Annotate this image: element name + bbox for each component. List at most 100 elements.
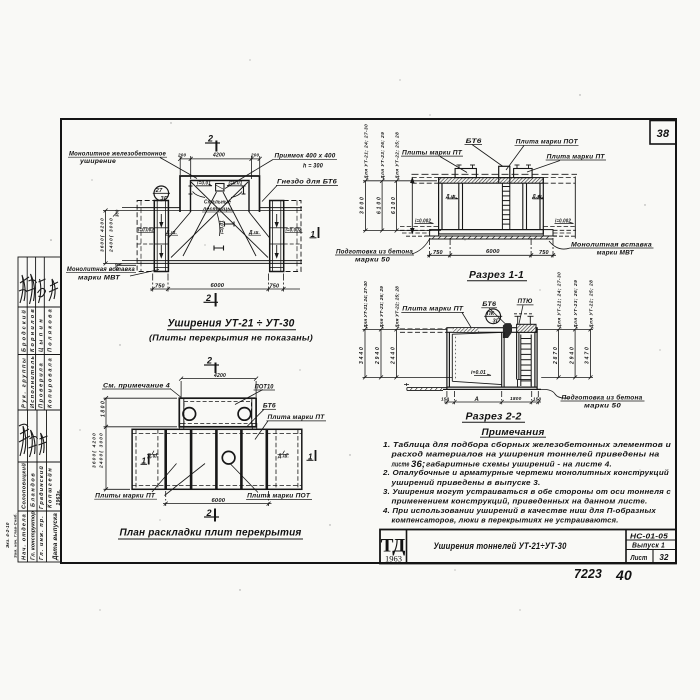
svg-text:Корнилов: Корнилов [30,309,36,352]
svg-text:НС-01-05: НС-01-05 [630,532,669,541]
svg-text:2870: 2870 [553,347,559,365]
svg-text:150: 150 [441,396,450,401]
svg-text:32: 32 [659,553,669,562]
svg-text:Копшгейн: Копшгейн [47,468,54,508]
svg-text:3600( 4200: 3600( 4200 [92,433,98,468]
svg-text:Гл. инж. пр.: Гл. инж. пр. [39,516,45,560]
svg-text:ПК: ПК [487,311,495,317]
svg-text:ТД: ТД [381,536,406,557]
svg-text:38: 38 [657,128,670,140]
svg-text:27: 27 [155,188,163,194]
svg-text:Для УТ-23; 26; 29: Для УТ-23; 26; 29 [379,286,385,329]
svg-text:уширений приведены в выпуске 3: уширений приведены в выпуске 3. [390,478,540,487]
svg-text:расход материалов на уширения: расход материалов на уширения тоннелей п… [390,450,659,459]
svg-text:Лист: Лист [630,555,648,562]
svg-text:6100: 6100 [391,197,397,214]
svg-text:Уширения тоннелей УТ-21÷УТ-30: Уширения тоннелей УТ-21÷УТ-30 [434,541,567,552]
svg-text:i=0.01: i=0.01 [229,180,243,186]
svg-text:Д.ш.: Д.ш. [147,454,159,460]
svg-text:3000: 3000 [360,197,366,214]
svg-text:300: 300 [114,263,119,271]
svg-text:Монолитная вставка: Монолитная вставка [67,267,135,273]
svg-text:40: 40 [615,567,632,583]
svg-text:6000: 6000 [486,249,500,255]
svg-text:Гнездо для БТ6: Гнездо для БТ6 [277,180,338,186]
svg-text:ПОТ10: ПОТ10 [255,384,274,390]
svg-text:См. примечание 4: См. примечание 4 [103,383,171,389]
svg-text:Плиты марки ПТ: Плиты марки ПТ [95,494,156,500]
svg-text:Монолитная вставка: Монолитная вставка [571,242,653,248]
svg-text:ПТЮ: ПТЮ [518,299,533,305]
svg-text:лестницы: лестницы [202,207,232,213]
svg-text:200: 200 [177,153,187,158]
svg-text:4200: 4200 [212,153,225,159]
svg-text:Градинский: Градинский [38,466,45,509]
svg-text:2400( 3000: 2400( 3000 [99,433,105,469]
svg-text:Для УТ-22; 25; 28: Для УТ-22; 25; 28 [394,286,400,329]
svg-text:(Плиты перекрытия не показа: (Плиты перекрытия не показаны) [149,334,313,343]
svg-text:Нач. отдела: Нач. отдела [22,514,28,560]
svg-text:Экз. 4-2-10: Экз. 4-2-10 [5,522,10,548]
svg-text:i=0.002: i=0.002 [415,218,431,224]
svg-text:Подготовка из бетона: Подготовка из бетона [562,394,643,401]
svg-text:БТ6: БТ6 [482,302,497,308]
svg-text:Проверила: Проверила [39,363,45,408]
svg-text:Исполнитель: Исполнитель [30,356,36,408]
svg-text:Плита марки ПТ: Плита марки ПТ [547,154,606,160]
svg-text:марки 50: марки 50 [584,403,622,409]
svg-text:Для УТ-21; 24; 27-30: Для УТ-21; 24; 27-30 [557,272,563,329]
svg-text:компенсаторов, люки в перекрыт: компенсаторов, люки в перекрытиях не уст… [392,516,619,525]
svg-text:i=0.01: i=0.01 [220,220,226,234]
svg-text:150: 150 [533,396,542,401]
svg-text:Для УТ-21; 24; 27-30: Для УТ-21; 24; 27-30 [363,281,369,329]
svg-text:i=0.01: i=0.01 [471,370,486,376]
svg-text:А: А [474,397,480,403]
svg-text:i=0.01: i=0.01 [197,180,211,186]
svg-text:Примечания: Примечания [482,427,546,437]
svg-text:i=0.002: i=0.002 [138,227,154,233]
svg-text:2: 2 [206,356,212,366]
svg-text:Полякова: Полякова [48,309,54,352]
svg-text:750: 750 [539,250,549,256]
svg-text:Копировала: Копировала [48,358,54,408]
svg-text:Плиты марки ПТ: Плиты марки ПТ [402,150,463,156]
svg-text:h = 300: h = 300 [303,163,323,169]
svg-text:Дата выпуска: Дата выпуска [52,513,59,561]
svg-text:Разрез 1-1: Разрез 1-1 [469,270,524,281]
svg-text:габаритные схемы уширений - на: габаритные схемы уширений - на листе 4. [426,459,612,468]
svg-text:Для УТ-23; 26; 29: Для УТ-23; 26; 29 [380,132,386,180]
svg-text:Д.ш.: Д.ш. [248,230,260,236]
svg-text:Подготовка из бетона: Подготовка из бетона [336,248,413,255]
svg-text:3Г: 3Г [493,318,500,324]
svg-text:3Г: 3Г [160,196,167,202]
svg-text:марки 50: марки 50 [355,258,391,264]
svg-text:3600( 4200: 3600( 4200 [100,218,106,252]
svg-text:Зам. нач. Глав-Снаб.: Зам. нач. Глав-Снаб. [13,513,18,558]
svg-text:750: 750 [433,250,443,256]
svg-text:План раскладки плит перекры: План раскладки плит перекрытия [120,527,302,539]
svg-text:6000: 6000 [211,283,225,289]
svg-text:Для УТ-23; 26; 29: Для УТ-23; 26; 29 [573,280,579,329]
svg-text:марки МВТ: марки МВТ [597,250,635,256]
svg-text:1800: 1800 [101,401,107,417]
svg-text:1: 1 [311,230,316,239]
svg-text:БТ6: БТ6 [466,139,483,145]
svg-text:750: 750 [270,284,280,290]
svg-text:1. Таблица для подбора сборных: 1. Таблица для подбора сборных железобет… [383,440,671,449]
svg-text:Для УТ-22; 25; 28: Для УТ-22; 25; 28 [395,132,401,180]
svg-text:Для УТ-22; 25; 28: Для УТ-22; 25; 28 [589,280,595,329]
svg-text:Приямок 400 х 400: Приямок 400 х 400 [275,154,336,160]
svg-text:Солоповицкий: Солоповицкий [21,463,28,509]
svg-text:Д.ш.: Д.ш. [445,194,457,200]
svg-text:Д.ш.: Д.ш. [531,194,543,200]
svg-text:Д.ш.: Д.ш. [165,230,177,236]
svg-text:Для УТ-21; 24; 27-30: Для УТ-21; 24; 27-30 [364,124,370,180]
svg-text:2. Опалубочные и арматурные че: 2. Опалубочные и арматурные чертежи моно… [382,468,670,477]
svg-text:Плита марки ПОТ: Плита марки ПОТ [247,494,311,500]
svg-text:Д.ш.: Д.ш. [277,454,289,460]
svg-text:3. Уширения могут устраиваться: 3. Уширения могут устраиваться в обе сто… [383,487,671,496]
svg-text:Рук. группы: Рук. группы [22,358,28,408]
svg-text:1: 1 [308,453,313,462]
svg-text:1963: 1963 [385,554,402,564]
svg-text:i=0.002: i=0.002 [286,227,302,233]
